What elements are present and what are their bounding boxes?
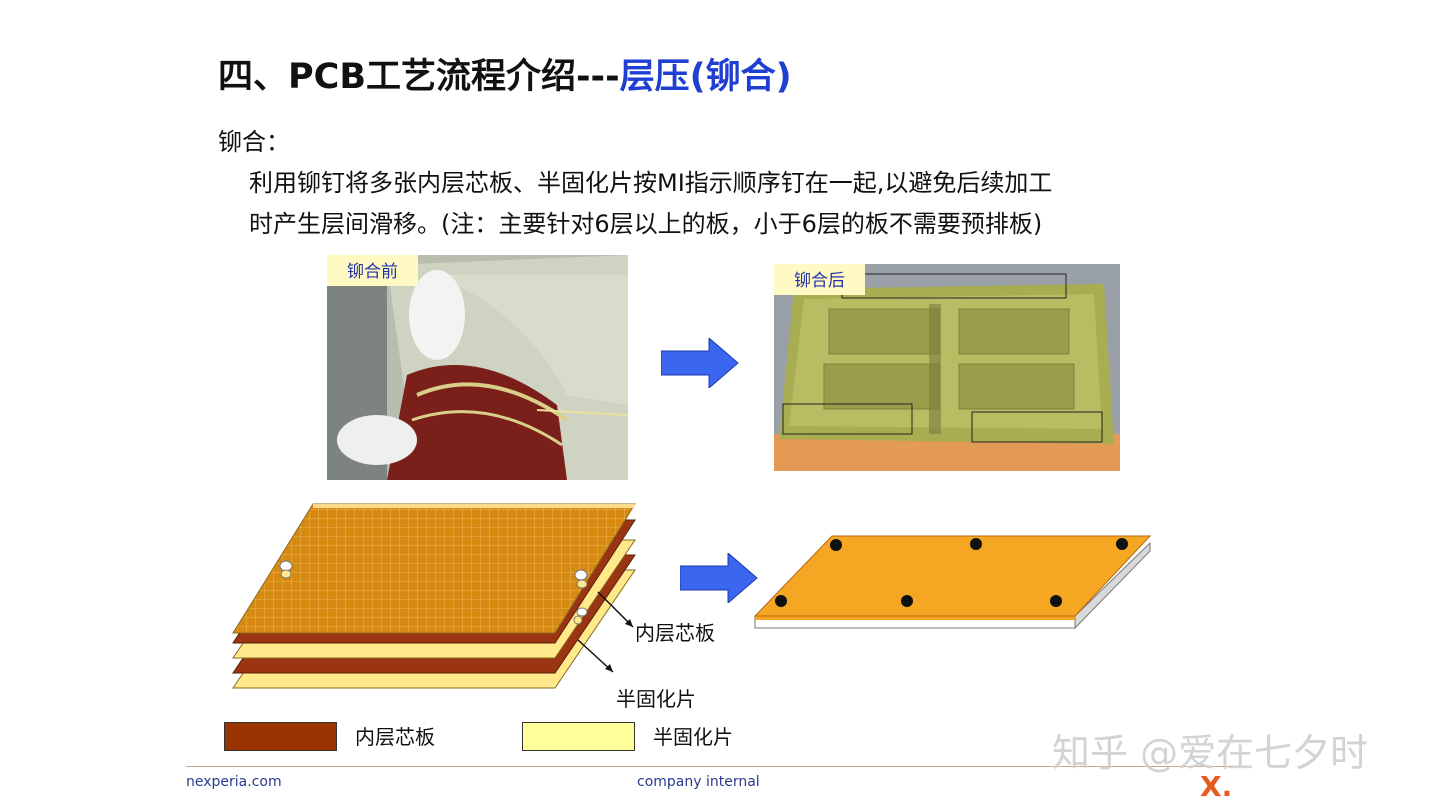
title-accent: 层压(铆合) <box>619 57 792 97</box>
photo-after-riveting: 铆合后 <box>774 264 1120 471</box>
legend-core-swatch <box>224 722 337 751</box>
subtitle: 铆合： <box>218 128 290 156</box>
riveted-board-diagram <box>753 535 1152 630</box>
photo-before-image <box>327 255 628 480</box>
photo-after-label: 铆合后 <box>774 264 865 295</box>
arrow-right-icon <box>680 553 758 603</box>
footer-classification: company internal <box>637 774 760 790</box>
photo-before-label: 铆合前 <box>327 255 418 286</box>
legend-prepreg-swatch <box>522 722 635 751</box>
callout-prepreg: 半固化片 <box>616 687 696 711</box>
footer-divider <box>186 766 1232 767</box>
layer-stack-diagram <box>232 503 636 689</box>
body-text: 利用铆钉将多张内层芯板、半固化片按MI指示顺序钉在一起,以避免后续加工 时产生层… <box>249 163 1052 245</box>
legend-prepreg-label: 半固化片 <box>653 725 733 749</box>
legend-core-label: 内层芯板 <box>355 725 435 749</box>
watermark: 知乎 @爱在七夕时 <box>1052 731 1369 775</box>
callout-core: 内层芯板 <box>635 621 715 645</box>
footer-site: nexperia.com <box>186 774 282 790</box>
company-logo: X. <box>1200 770 1233 803</box>
title-main: 四、PCB工艺流程介绍--- <box>218 57 620 97</box>
body-line-1: 利用铆钉将多张内层芯板、半固化片按MI指示顺序钉在一起,以避免后续加工 <box>249 169 1053 197</box>
body-line-2: 时产生层间滑移。(注：主要针对6层以上的板，小于6层的板不需要预排板) <box>249 210 1043 238</box>
arrow-right-icon <box>661 338 739 388</box>
photo-before-riveting: 铆合前 <box>327 255 628 480</box>
slide-title: 四、PCB工艺流程介绍---层压(铆合) <box>218 48 792 99</box>
photo-after-image <box>774 264 1120 471</box>
rivet-holes <box>775 538 1128 607</box>
